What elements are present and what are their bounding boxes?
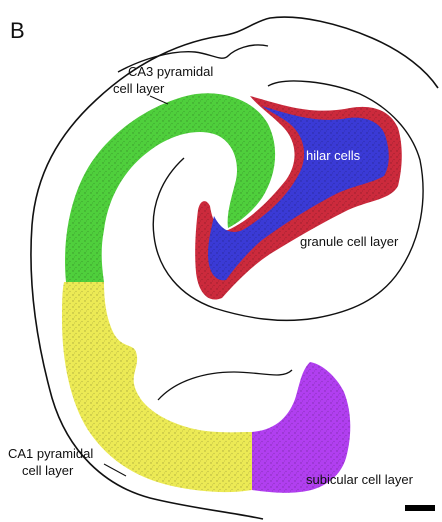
- ca3-label-line1: CA3 pyramidal: [128, 64, 213, 79]
- ca1-leader-line: [104, 464, 126, 476]
- subicular-label: subicular cell layer: [306, 472, 414, 487]
- hilar-label: hilar cells: [306, 148, 361, 163]
- inner-c-outline: [158, 370, 292, 400]
- granule-label: granule cell layer: [300, 234, 399, 249]
- ca1-label-line1: CA1 pyramidal: [8, 446, 93, 461]
- panel-letter: B: [10, 18, 25, 43]
- ca1-label-line2: cell layer: [22, 463, 74, 478]
- scale-bar: [405, 505, 435, 511]
- ca3-leader-line: [150, 96, 168, 104]
- ca3-label-line2: cell layer: [113, 81, 165, 96]
